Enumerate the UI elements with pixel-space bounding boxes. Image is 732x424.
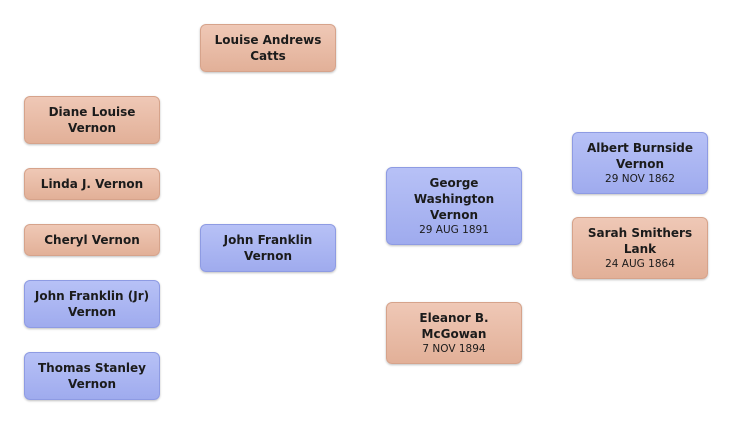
person-birth-date: 24 AUG 1864 <box>605 258 675 270</box>
person-name: Sarah Smithers Lank <box>587 226 693 256</box>
person-node-john-franklin-jr-vernon[interactable]: John Franklin (Jr) Vernon <box>24 280 160 328</box>
person-name: Thomas Stanley Vernon <box>38 361 146 391</box>
person-node-george-washington-vernon[interactable]: George Washington Vernon 29 AUG 1891 <box>386 167 522 245</box>
person-node-diane-louise-vernon[interactable]: Diane Louise Vernon <box>24 96 160 144</box>
person-name: John Franklin Vernon <box>223 233 313 263</box>
person-node-louise-andrews-catts[interactable]: Louise Andrews Catts <box>200 24 336 72</box>
person-node-thomas-stanley-vernon[interactable]: Thomas Stanley Vernon <box>24 352 160 400</box>
person-birth-date: 29 AUG 1891 <box>419 224 489 236</box>
person-name: Diane Louise Vernon <box>48 105 136 135</box>
person-node-john-franklin-vernon[interactable]: John Franklin Vernon <box>200 224 336 272</box>
person-name: Eleanor B. McGowan <box>419 311 489 341</box>
person-birth-date: 29 NOV 1862 <box>605 173 675 185</box>
person-name: George Washington Vernon <box>413 176 495 222</box>
person-node-cheryl-vernon[interactable]: Cheryl Vernon <box>24 224 160 256</box>
person-name: Albert Burnside Vernon <box>586 141 694 171</box>
person-node-sarah-smithers-lank[interactable]: Sarah Smithers Lank 24 AUG 1864 <box>572 217 708 279</box>
person-name: John Franklin (Jr) Vernon <box>34 289 150 319</box>
person-name: Louise Andrews Catts <box>214 33 322 63</box>
person-node-albert-burnside-vernon[interactable]: Albert Burnside Vernon 29 NOV 1862 <box>572 132 708 194</box>
person-birth-date: 7 NOV 1894 <box>422 343 486 355</box>
person-node-linda-j-vernon[interactable]: Linda J. Vernon <box>24 168 160 200</box>
person-node-eleanor-b-mcgowan[interactable]: Eleanor B. McGowan 7 NOV 1894 <box>386 302 522 364</box>
person-name: Linda J. Vernon <box>40 177 144 191</box>
person-name: Cheryl Vernon <box>44 233 140 247</box>
